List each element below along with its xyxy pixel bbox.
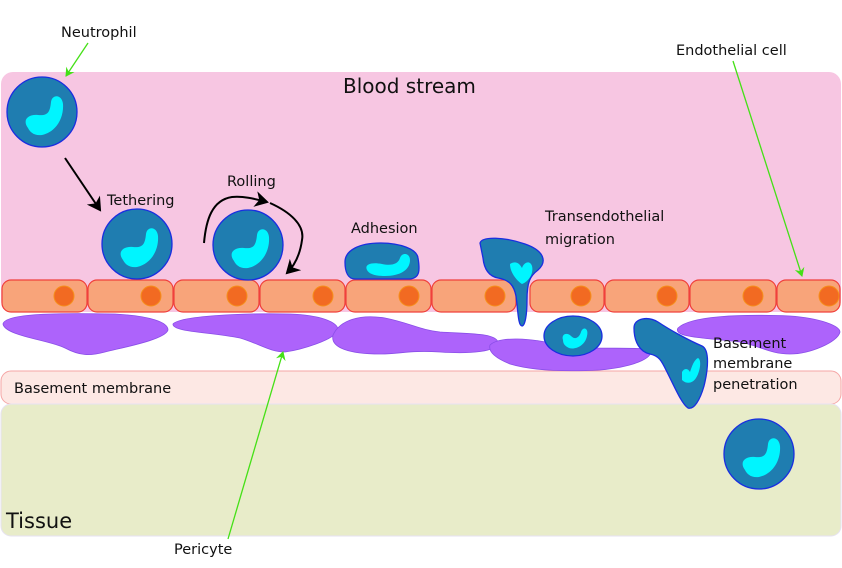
- endothelial-cell: [87, 279, 174, 313]
- endothelial-cell: [529, 279, 605, 313]
- basement-membrane-label: Basement membrane: [14, 381, 171, 397]
- pericyte: [2, 313, 169, 356]
- endothelial-layer: [1, 279, 841, 313]
- blood-stream-label: Blood stream: [343, 74, 476, 98]
- pericyte: [677, 314, 841, 355]
- neutrophil-in-tissue: [723, 418, 795, 490]
- neutrophil-label: Neutrophil: [61, 25, 137, 41]
- endothelial-cell: [604, 279, 690, 313]
- endothelial-cell: [776, 279, 841, 313]
- bm-penetration-label-line1: Basement: [713, 336, 787, 352]
- endothelial-cell: [259, 279, 346, 313]
- neutrophil-tethering: [101, 208, 173, 280]
- rolling-arrow-up: [203, 191, 269, 244]
- endothelial-cell: [1, 279, 88, 313]
- neutrophil-free: [6, 76, 78, 148]
- endothelial-cell-label: Endothelial cell: [676, 43, 787, 59]
- adhesion-label: Adhesion: [351, 221, 418, 237]
- neutrophil-rolling: [212, 209, 284, 281]
- endothelial-cell: [345, 279, 432, 313]
- bm-penetration-label-line2: membrane: [713, 356, 792, 372]
- neutrophil-pointer: [65, 42, 89, 77]
- endothelial-cell-pointer: [732, 60, 805, 277]
- pericytes: [2, 313, 841, 372]
- rolling-label: Rolling: [227, 174, 276, 190]
- neutrophil-between-layers: [543, 315, 603, 357]
- tissue-label: Tissue: [5, 509, 72, 533]
- pericyte: [332, 316, 499, 355]
- pericyte: [172, 313, 339, 353]
- transendothelial-label-line2: migration: [545, 232, 615, 248]
- neutrophil-penetrating: [633, 317, 709, 409]
- tissue-region: [0, 403, 842, 537]
- neutrophil-adhesion: [344, 242, 420, 280]
- pericyte-label: Pericyte: [174, 542, 232, 558]
- tethering-label: Tethering: [106, 193, 175, 209]
- tethering-arrow: [64, 157, 102, 212]
- pericyte-pointer: [227, 351, 286, 540]
- transendothelial-label-line1: Transendothelial: [544, 209, 664, 225]
- blood-stream-region: [1, 72, 841, 312]
- endothelial-cell: [431, 279, 517, 313]
- endothelial-cell: [173, 279, 260, 313]
- rolling-arrow-down: [269, 202, 304, 275]
- bm-penetration-label-line3: penetration: [713, 377, 798, 393]
- endothelial-cell: [689, 279, 777, 313]
- neutrophil-transmigrating: [479, 237, 544, 327]
